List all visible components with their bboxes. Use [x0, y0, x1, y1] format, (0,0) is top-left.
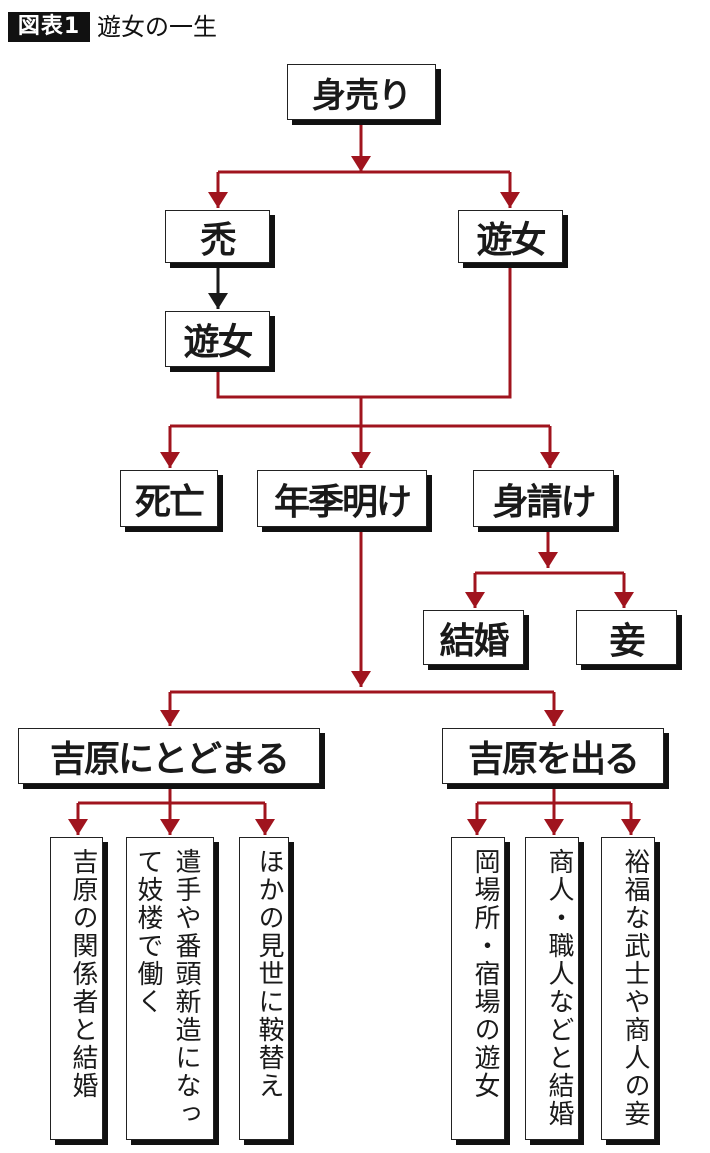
node-leave-option: 裕福な武士や商人の妾: [601, 837, 655, 1140]
arrowhead-icon: [614, 592, 634, 608]
arrowhead-icon: [544, 710, 564, 726]
arrowhead-icon: [255, 819, 275, 835]
arrowhead-icon: [160, 710, 180, 726]
node-mistress: 妾: [576, 610, 677, 665]
node-yujo-from-kamuro: 遊女: [165, 311, 270, 367]
arrowhead-icon: [500, 192, 520, 208]
arrowhead-icon: [351, 156, 371, 172]
arrowhead-icon: [544, 819, 564, 835]
arrowhead-icon: [160, 819, 180, 835]
arrowhead-icon: [68, 819, 88, 835]
node-marriage: 結婚: [423, 610, 524, 665]
arrowhead-icon: [467, 819, 487, 835]
node-contract-end: 年季明け: [257, 470, 427, 527]
figure-label: 図表1: [8, 12, 90, 42]
node-death: 死亡: [120, 470, 218, 527]
arrowhead-icon: [538, 552, 558, 568]
arrowhead-icon: [621, 819, 641, 835]
node-leave-option: 岡場所・宿場の遊女: [451, 837, 505, 1140]
node-leave-option: 商人・職人などと結婚: [525, 837, 579, 1140]
node-stay-yoshiwara: 吉原にとどまる: [18, 728, 320, 784]
arrowhead-icon: [351, 452, 371, 468]
merge-bar: [216, 263, 512, 399]
node-ransomed: 身請け: [473, 470, 614, 527]
arrowhead-icon: [351, 671, 371, 687]
node-stay-option: ほかの見世に鞍替え: [239, 837, 289, 1140]
diagram-title: 遊女の一生: [97, 13, 217, 41]
node-kamuro: 禿: [165, 210, 270, 263]
node-sale: 身売り: [287, 64, 436, 120]
arrowhead-icon: [465, 592, 485, 608]
arrowhead-icon: [160, 452, 180, 468]
node-stay-option: 吉原の関係者と結婚: [50, 837, 103, 1140]
arrowhead-icon: [540, 452, 560, 468]
arrowhead-icon: [208, 192, 228, 208]
node-yujo-direct: 遊女: [458, 210, 563, 263]
arrowhead-icon: [208, 293, 228, 309]
node-stay-option: 遣手や番頭新造になって妓楼で働く: [126, 837, 214, 1140]
node-leave-yoshiwara: 吉原を出る: [442, 728, 664, 784]
